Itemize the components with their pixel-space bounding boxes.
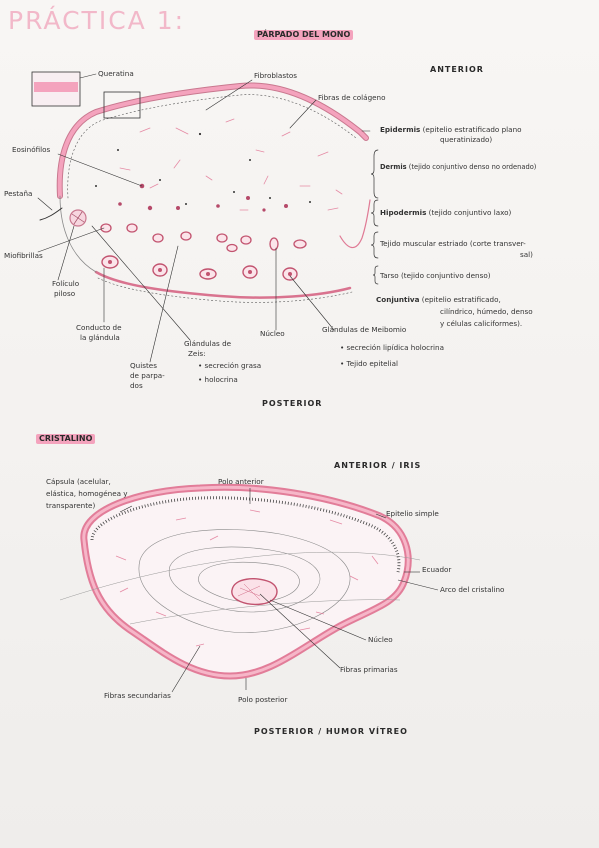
- layer-conjuntiva: Conjuntiva (epitelio estratificado,: [376, 295, 501, 304]
- label-nucleo-lens: Núcleo: [368, 635, 393, 644]
- label-eosinofilos: Eosinófilos: [12, 145, 51, 154]
- layer-epidermis: Epidermis (epitelio estratificado plano: [380, 125, 522, 134]
- label-polo-anterior: Polo anterior: [218, 477, 264, 486]
- label-zeis-1: Glándulas de: [184, 339, 232, 348]
- lens-anterior: ANTERIOR / IRIS: [334, 461, 422, 470]
- label-capsula-3: transparente): [46, 501, 96, 510]
- label-conducto-2: la glándula: [80, 333, 120, 342]
- page-subtitle: PÁRPADO DEL MONO: [254, 30, 354, 41]
- lens-diagram: [59, 483, 439, 693]
- layer-muscular: Tejido muscular estriado (corte transver…: [380, 239, 526, 248]
- label-fibroblastos: Fibroblastos: [254, 71, 298, 80]
- label-foliculo-1: Folículo: [52, 279, 80, 288]
- label-miofibrillas: Miofibrillas: [4, 251, 43, 260]
- label-arco: Arco del cristalino: [440, 585, 505, 594]
- label-quistes-3: dos: [130, 381, 143, 390]
- layer-conjuntiva-3: y células caliciformes).: [440, 319, 523, 328]
- label-queratina: Queratina: [98, 69, 134, 78]
- layer-muscular-2: sal): [520, 250, 533, 259]
- label-foliculo-2: piloso: [54, 289, 76, 298]
- label-meibomio-b1: • secreción lipídica holocrina: [340, 343, 445, 352]
- label-fibras-secundarias: Fibras secundarias: [104, 691, 171, 700]
- inset-box-2: [103, 91, 141, 119]
- label-polo-posterior: Polo posterior: [238, 695, 288, 704]
- layer-conjuntiva-2: cilíndrico, húmedo, denso: [440, 307, 533, 316]
- eyelid-diagram: [31, 71, 379, 363]
- label-pestana: Pestaña: [4, 189, 33, 198]
- label-ecuador: Ecuador: [422, 565, 452, 574]
- layer-tarso: Tarso (tejido conjuntivo denso): [380, 271, 491, 280]
- layer-dermis: Dermis (tejido conjuntivo denso no orden…: [380, 163, 537, 171]
- label-capsula-2: elástica, homogénea y: [46, 489, 128, 498]
- epidermis-band: [56, 82, 369, 199]
- lens-posterior: POSTERIOR / HUMOR VÍTREO: [254, 727, 408, 736]
- muscle-curve: [339, 199, 371, 249]
- label-nucleo: Núcleo: [260, 329, 285, 338]
- label-zeis-2: Zeis:: [188, 349, 206, 358]
- lens-header: CRISTALINO: [36, 434, 96, 445]
- label-capsula-1: Cápsula (acelular,: [46, 477, 111, 486]
- label-epitelio: Epitelio simple: [386, 509, 439, 518]
- eyelash: [39, 207, 63, 221]
- layer-epidermis-2: queratinizado): [440, 135, 493, 144]
- layer-hipodermis: Hipodermis (tejido conjuntivo laxo): [380, 208, 512, 217]
- label-fibras-colageno: Fibras de colágeno: [318, 93, 386, 102]
- label-quistes-2: de parpa-: [130, 371, 165, 380]
- conjunctiva-band: [94, 270, 352, 299]
- label-fibras-primarias: Fibras primarias: [340, 665, 398, 674]
- eyelid-anterior: ANTERIOR: [430, 65, 484, 74]
- eyelid-posterior: POSTERIOR: [262, 399, 323, 408]
- label-quistes-1: Quistes: [130, 361, 157, 370]
- label-zeis-b1: • secreción grasa: [198, 361, 262, 370]
- label-conducto-1: Conducto de: [76, 323, 122, 332]
- lens-nucleus: [231, 578, 278, 606]
- label-zeis-b2: • holocrina: [198, 375, 238, 384]
- page-title: PRÁCTICA 1:: [8, 6, 186, 35]
- label-meibomio: Glándulas de Meibomio: [322, 325, 407, 334]
- label-meibomio-b2: • Tejido epitelial: [340, 359, 398, 368]
